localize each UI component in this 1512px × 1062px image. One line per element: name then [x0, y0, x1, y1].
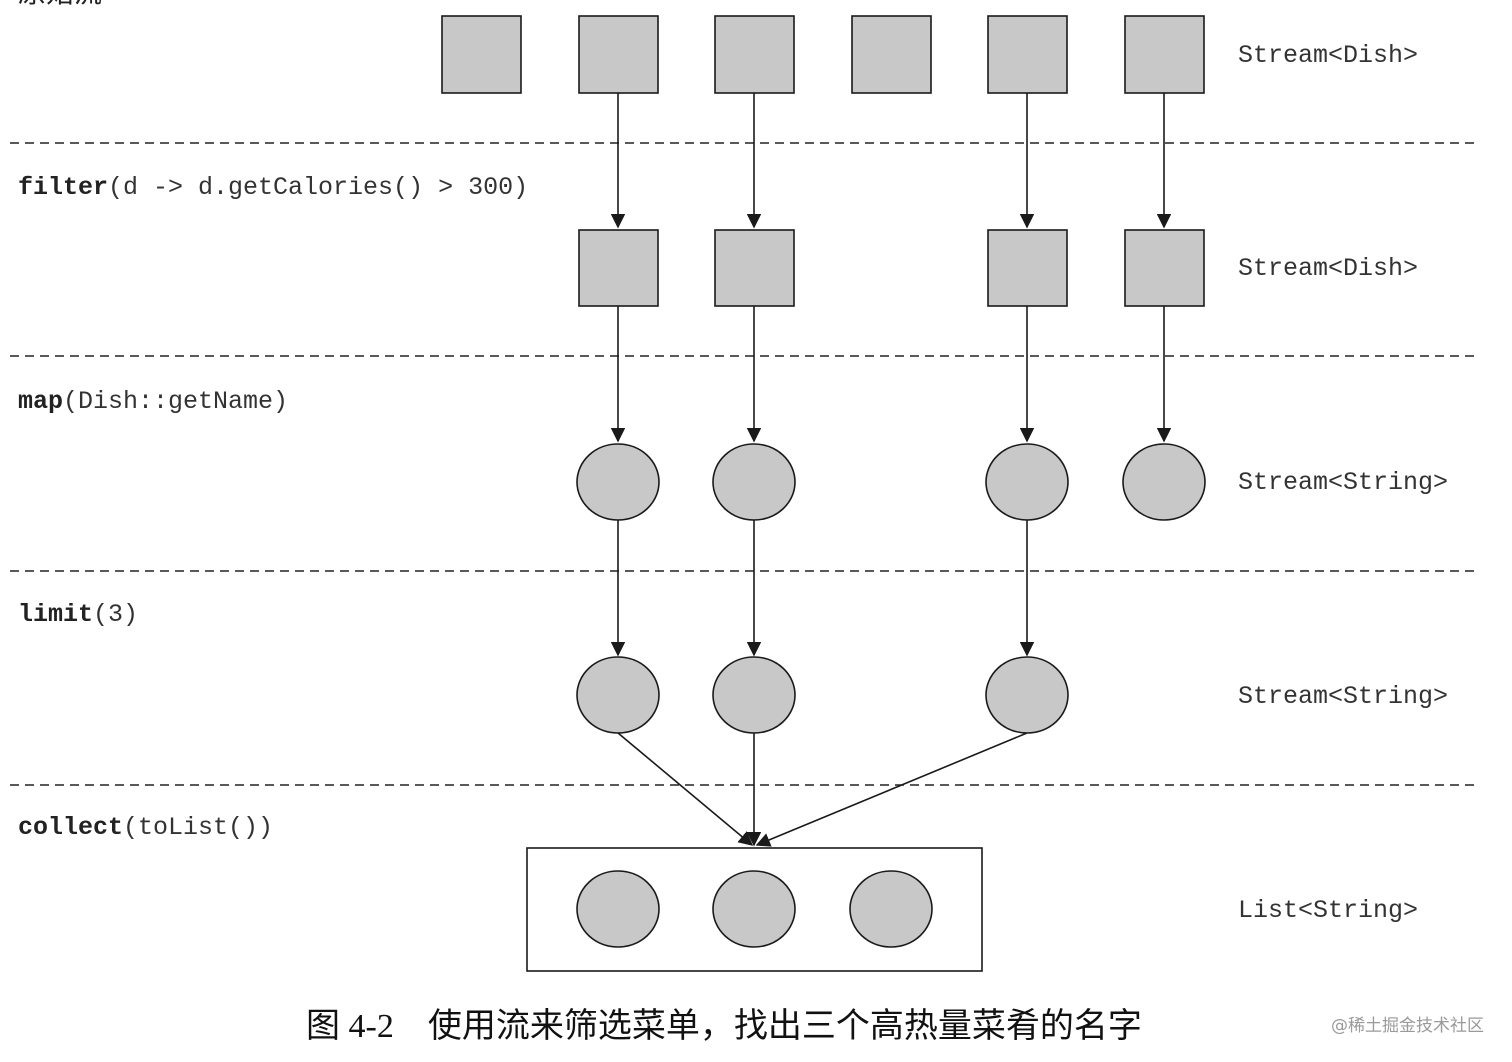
- stage-label-collect: collect(toList()): [18, 813, 273, 842]
- stage-label-limit: limit(3): [18, 600, 138, 629]
- dividers: [10, 142, 1476, 786]
- dish-node: [987, 15, 1068, 94]
- watermark: @稀土掘金技术社区: [1331, 1016, 1484, 1036]
- stream-type-label: Stream<Dish>: [1238, 41, 1418, 70]
- name-node: [576, 870, 660, 948]
- stage-args: (Dish::getName): [63, 387, 288, 416]
- figure-caption: 图 4-2 使用流来筛选菜单，找出三个高热量菜肴的名字: [306, 1007, 1142, 1045]
- name-node: [849, 870, 933, 948]
- name-node: [712, 443, 796, 521]
- stage-label-map: map(Dish::getName): [18, 387, 288, 416]
- dish-node: [441, 15, 522, 94]
- name-node: [985, 656, 1069, 734]
- name-node: [712, 656, 796, 734]
- name-node: [576, 443, 660, 521]
- name-node: [985, 443, 1069, 521]
- dish-node: [714, 229, 795, 307]
- stream-type-label: List<String>: [1238, 896, 1418, 925]
- stream-type-label: Stream<String>: [1238, 468, 1448, 497]
- stream-type-labels: Stream<Dish> Stream<Dish> Stream<String>…: [1238, 41, 1448, 925]
- stage-op: limit: [18, 600, 93, 629]
- name-node: [712, 870, 796, 948]
- stage-op: collect: [18, 813, 123, 842]
- dish-node: [851, 15, 932, 94]
- stage-args: (d -> d.getCalories() > 300): [108, 173, 528, 202]
- stage-op: map: [18, 387, 63, 416]
- stage-args: (3): [93, 600, 138, 629]
- stage-op: filter: [18, 173, 108, 202]
- dish-node: [1124, 15, 1205, 94]
- dish-node: [714, 15, 795, 94]
- stream-type-label: Stream<String>: [1238, 682, 1448, 711]
- dish-node: [578, 229, 659, 307]
- filtered-stream-row: [578, 229, 1205, 307]
- mapped-stream-row: [576, 443, 1206, 521]
- source-stream-row: [441, 15, 1205, 94]
- limited-stream-row: [576, 656, 1069, 734]
- stage-label-filter: filter(d -> d.getCalories() > 300): [18, 173, 528, 202]
- arrows: [610, 93, 1172, 847]
- dish-node: [1124, 229, 1205, 307]
- name-node: [1122, 443, 1206, 521]
- collected-list: [526, 847, 983, 972]
- header-fragment: 原始流: [18, 0, 102, 9]
- stage-args: (toList()): [123, 813, 273, 842]
- arrow: [755, 732, 1028, 847]
- arrow: [617, 732, 754, 846]
- name-node: [576, 656, 660, 734]
- stream-type-label: Stream<Dish>: [1238, 254, 1418, 283]
- dish-node: [578, 15, 659, 94]
- dish-node: [987, 229, 1068, 307]
- stage-labels: filter(d -> d.getCalories() > 300) map(D…: [18, 173, 528, 842]
